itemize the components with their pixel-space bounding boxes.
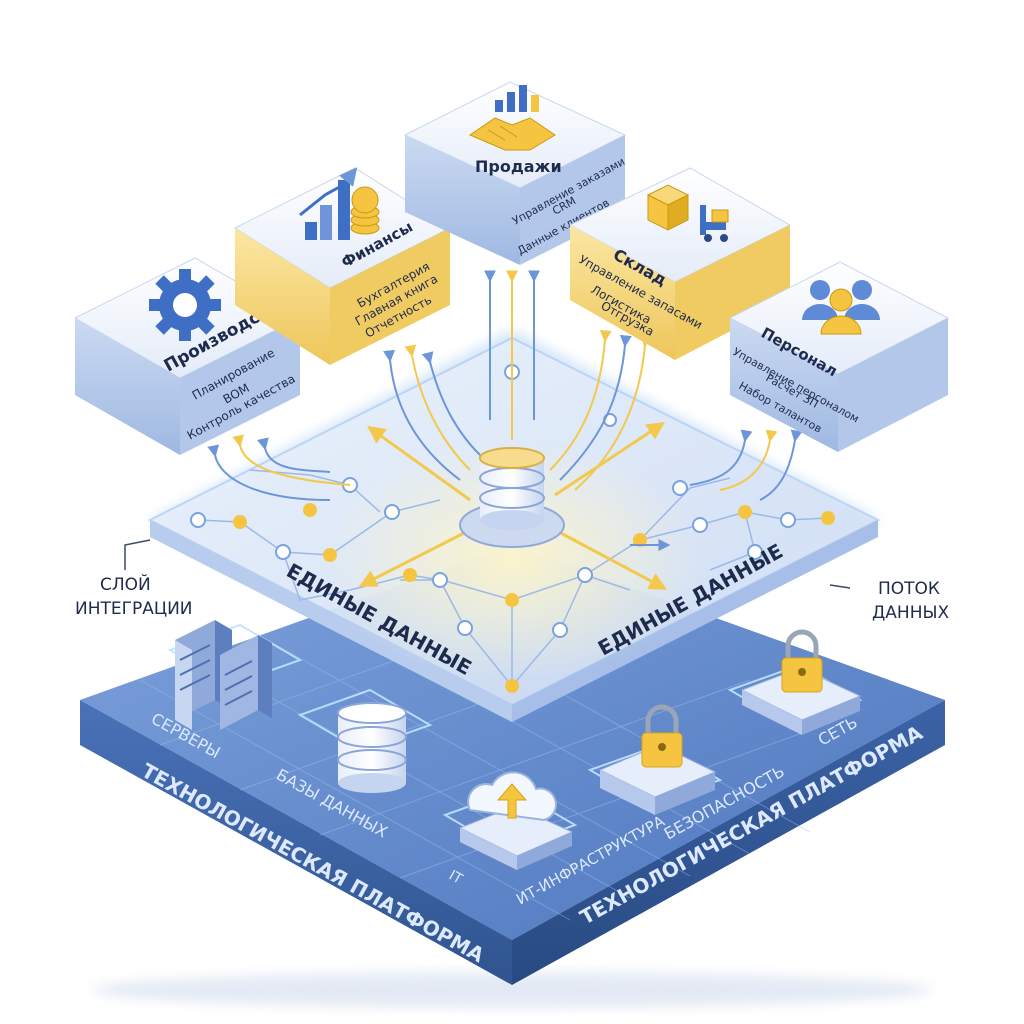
module-card-finance: Финансы Бухгалтерия Главная книга Отчетн…	[233, 167, 452, 365]
padlock-icon	[598, 704, 717, 815]
people-icon	[802, 280, 880, 335]
data-flow-caption-line2: ДАННЫХ	[872, 603, 949, 623]
handshake-icon	[468, 85, 556, 151]
module-card-warehouse: Склад Управление запасами Логистика Отгр…	[568, 167, 792, 360]
module-title-sales: Продажи	[475, 157, 562, 176]
gear-icon	[149, 269, 221, 341]
database-icon	[337, 702, 407, 793]
integration-layer: ЕДИНЫЕ ДАННЫЕ ЕДИНЫЕ ДАННЫЕ	[147, 330, 881, 722]
integration-layer-callout: СЛОЙ ИНТЕГРАЦИИ	[75, 539, 193, 619]
integration-layer-caption-line2: ИНТЕГРАЦИИ	[75, 599, 193, 619]
network-lock-icon	[740, 629, 862, 735]
cloud-upload-icon	[458, 771, 574, 870]
module-card-sales: Продажи Управление заказами CRM Данные к…	[403, 81, 627, 265]
data-flow-caption-line1: ПОТОК	[878, 579, 940, 599]
data-flow-callout: ПОТОК ДАННЫХ	[829, 579, 949, 623]
finance-chart-icon	[299, 167, 380, 240]
central-database-icon	[459, 447, 565, 548]
server-icon	[175, 620, 272, 730]
module-card-personnel: Персонал Управление персоналом Расчет ЗП…	[728, 261, 950, 452]
integration-nodes	[190, 364, 835, 693]
warehouse-boxes-icon	[646, 184, 729, 242]
module-flow-lines	[207, 270, 803, 501]
data-flow-arrows	[358, 422, 671, 590]
technology-platform: СЕРВЕРЫ БАЗЫ ДАННЫХ IT ИТ-ИНФРАСТРУКТУРА…	[80, 545, 945, 1008]
integration-layer-caption-line1: СЛОЙ	[100, 573, 151, 595]
